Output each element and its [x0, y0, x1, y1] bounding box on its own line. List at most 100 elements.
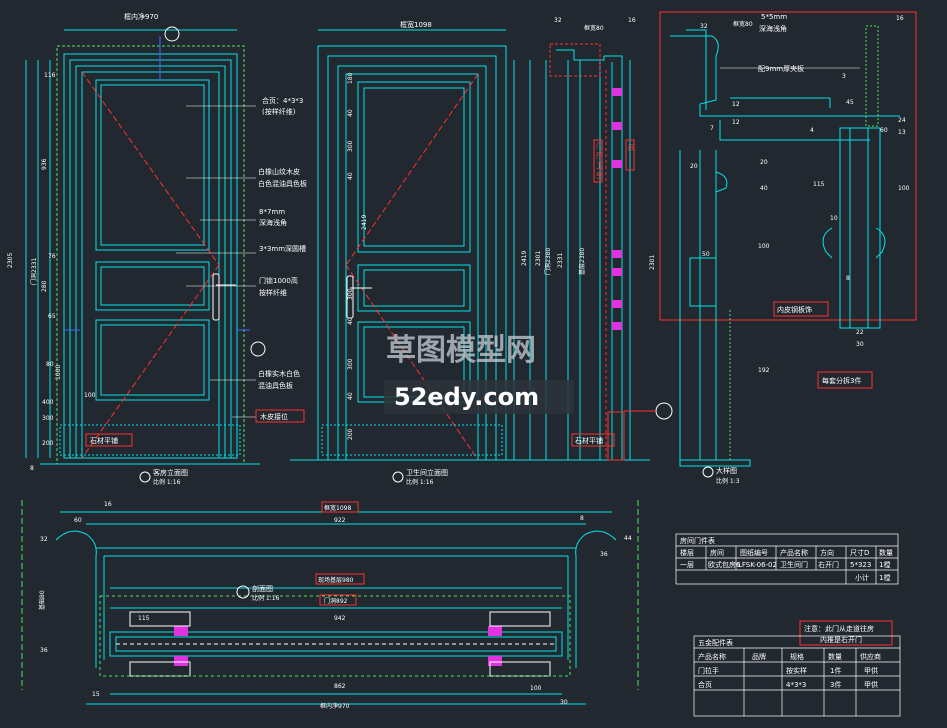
plan-dim-inner: 框内净970: [320, 702, 350, 710]
section-dim-2419: 2419: [521, 251, 528, 266]
plan-dim-16: 16: [104, 501, 112, 508]
note-hinge-2: (按样纤维): [262, 107, 296, 116]
detail-every-set: 每套分拆3件: [822, 376, 861, 385]
hardware-note: 注意：此门从走道往房 内推是右开门: [799, 620, 893, 646]
elev1-stone-label: 石材平铺: [90, 436, 118, 445]
note-wood-1: 白橡实木白色: [258, 369, 300, 378]
elev2-dim-300a: 300: [347, 140, 354, 152]
hardware-header-qty: 数量: [828, 652, 842, 661]
elev1-dim-right-100: 100: [84, 392, 96, 399]
elev1-dim-8: 8: [30, 465, 34, 472]
note-skirting: 木皮接位: [260, 412, 288, 421]
hardware-header-brand: 品牌: [752, 652, 766, 661]
hardware-note-line-1: 注意：此门从走道往房: [804, 624, 874, 633]
detail-dim-12a: 12: [732, 101, 740, 108]
detail-dim-7: 7: [710, 125, 714, 132]
elev1-dim-280: 280: [41, 280, 48, 292]
watermark: 草图模型网 52edy.com: [384, 333, 574, 414]
hardware-row2-supplier: 甲供: [864, 680, 878, 689]
detail-dim-40: 40: [760, 185, 768, 192]
section-stone-label: 石材平铺: [575, 436, 603, 445]
plan-dim-frame: 框宽1098: [324, 504, 351, 512]
door-table-header-product: 产品名称: [780, 548, 808, 557]
note-wood-2: 混油具色板: [258, 381, 293, 390]
detail-texts: 32 框宽80 16 5*5mm 深海浅角 配9mm厚夹板 3 45 24 12…: [690, 13, 910, 485]
note-panel-2: 白色混油具色板: [258, 179, 307, 188]
detail-dim-20: 20: [760, 159, 768, 166]
door-table-header-floor: 楼层: [680, 548, 694, 557]
detail-dim-192: 192: [758, 367, 770, 374]
plan-dim-44: 44: [624, 535, 632, 542]
door-table-texts: 房间门件表 楼层 房间 图纸编号 产品名称 方向 尺寸D 数量 一层 欧式包房6…: [680, 536, 893, 582]
section-dim-opening: 门洞2380: [544, 248, 552, 275]
door-table-header-direction: 方向: [820, 548, 834, 557]
section-dim-2331: 2331: [557, 253, 564, 268]
door-table-cell-room: 欧式包房6: [708, 560, 741, 569]
hardware-note-line-2: 内推是右开门: [820, 635, 862, 644]
elev2-dim-300c: 300: [347, 358, 354, 370]
door-table-header-size: 尺寸D: [850, 548, 869, 557]
section-dim-2301b: 2301: [649, 255, 656, 270]
hardware-header-spec: 规格: [790, 652, 804, 661]
elev1-dim-936: 936: [41, 158, 48, 170]
section-label-red-2: 厅: [596, 152, 603, 160]
hardware-row2-qty: 3件: [830, 680, 841, 689]
door-table-header-drawing: 图纸编号: [740, 548, 768, 557]
note-hinge-1: 合页：4*3*3: [262, 96, 303, 105]
plan-dim-115: 115: [138, 615, 150, 622]
elev1-title: 客房立面图: [153, 468, 188, 477]
detail-note-2: 深海浅角: [759, 24, 787, 33]
elev1-dim-65: 65: [48, 313, 56, 320]
hardware-row1-spec: 按实样: [786, 666, 807, 675]
detail-note-1: 5*5mm: [761, 13, 787, 21]
plan-dim-36b: 36: [600, 551, 608, 558]
elevation-1: [25, 26, 266, 465]
plan-dim-30: 30: [560, 699, 568, 706]
detail-dim-115: 115: [813, 181, 825, 188]
detail-scale: 比例 1:3: [716, 477, 740, 485]
elev2-dim-40b: 40: [347, 172, 354, 180]
detail-dim-32: 32: [700, 23, 708, 30]
elev2-dim-40a: 40: [347, 109, 354, 117]
hardware-header-supplier: 供应商: [860, 652, 881, 661]
plan-dim-100: 100: [530, 685, 542, 692]
plan-dim-base: 现场基层980: [318, 576, 354, 584]
elev2-dim-40d: 40: [347, 392, 354, 400]
hardware-table: [693, 635, 901, 717]
detail-dim-45: 45: [846, 99, 854, 106]
section-label-red-4: 生: [596, 171, 603, 180]
plan-dim-942: 942: [334, 615, 346, 622]
section-dim-16: 16: [628, 17, 636, 24]
elevation-2-texts: 框宽1098 180 40 300 40 2419 300 40 300 40 …: [347, 20, 448, 486]
detail-dim-4: 4: [810, 127, 814, 134]
plan-dim-922: 922: [334, 517, 346, 524]
detail-dim-22: 22: [856, 329, 864, 336]
watermark-line-1: 草图模型网: [386, 333, 536, 368]
detail-dim-24: 24: [898, 117, 906, 124]
elev1-scale: 比例 1:16: [153, 478, 181, 486]
elev2-dim-300b: 300: [347, 288, 354, 300]
section-dim-2301a: 2301: [535, 251, 542, 266]
elev2-dim-200: 200: [347, 428, 354, 440]
door-table-total-value: 1樘: [879, 573, 890, 582]
section-dim-frame: 框宽80: [584, 24, 604, 32]
elev1-dim-116: 116: [44, 72, 56, 79]
plan-dim-36: 36: [40, 647, 48, 654]
elev1-dim-1000: 1000: [55, 365, 62, 380]
detail-view: [659, 11, 917, 478]
detail-dim-20b: 20: [690, 163, 698, 170]
detail-dim-frame: 框宽80: [733, 20, 753, 28]
door-table-title: 房间门件表: [680, 536, 715, 545]
elev1-dim-80: 80: [46, 361, 54, 368]
note-groove-2: 深海浅角: [259, 218, 287, 227]
hardware-row1-qty: 1件: [830, 666, 841, 675]
elev1-dim-300: 300: [42, 415, 54, 422]
annotations: 合页：4*3*3 (按样纤维) 白橡山纹木皮 白色混油具色板 8*7mm 深海浅…: [176, 96, 307, 423]
detail-dim-16: 16: [896, 15, 904, 22]
hardware-row1-name: 门拉手: [698, 666, 719, 675]
detail-note-4: 内皮钢板饰: [777, 305, 812, 314]
hardware-row2-spec: 4*3*3: [786, 681, 806, 689]
note-groove-1: 8*7mm: [259, 208, 285, 216]
elev2-top-dim: 框宽1098: [400, 20, 432, 29]
